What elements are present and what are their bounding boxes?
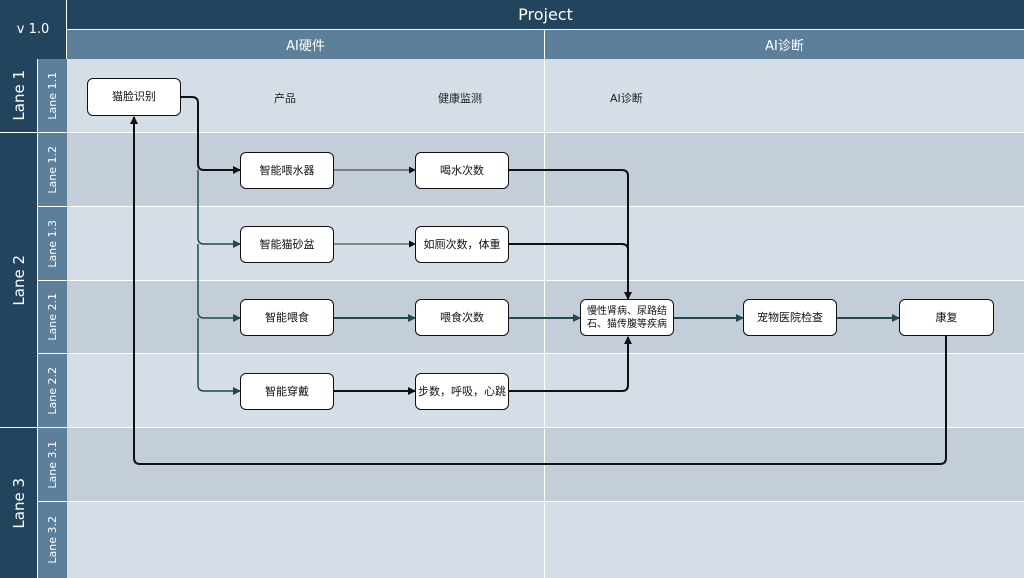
- node-recovery[interactable]: 康复: [899, 299, 994, 336]
- node-litter-box[interactable]: 智能猫砂盆: [240, 226, 334, 263]
- product-label: 产品: [274, 92, 296, 105]
- edge-recovery-to-face: [130, 116, 947, 465]
- lane-3-header: Lane 3: [0, 428, 38, 578]
- node-water-count[interactable]: 喝水次数: [415, 152, 509, 189]
- edge-face-to-litter-box: [197, 170, 241, 248]
- column-label: AI硬件: [286, 39, 325, 54]
- project-title: Project: [518, 5, 573, 24]
- version-cell: v 1.0: [0, 0, 67, 59]
- edge-water-count-to-disease: [509, 169, 632, 300]
- sublane-3-2-header: Lane 3.2: [38, 502, 67, 578]
- node-hospital-check[interactable]: 宠物医院检查: [743, 299, 837, 336]
- column-header-hardware: AI硬件: [67, 30, 545, 59]
- column-label: AI诊断: [765, 39, 804, 54]
- sublane-1-1-header: Lane 1.1: [38, 59, 67, 133]
- sublane-2-1-header: Lane 2.1: [38, 281, 67, 354]
- edge-vitals-to-disease: [509, 336, 632, 392]
- row-lane-3-2: [67, 502, 1024, 578]
- edge-face-to-water-dispenser: [181, 96, 241, 174]
- row-lane-1-1: [67, 59, 1024, 133]
- node-water-dispenser[interactable]: 智能喂水器: [240, 152, 334, 189]
- pool-title: Project: [67, 0, 1024, 30]
- column-header-diagnosis: AI诊断: [545, 30, 1024, 59]
- lane-2-header: Lane 2: [0, 133, 38, 428]
- health-monitor-label: 健康监测: [438, 92, 482, 105]
- node-feeder[interactable]: 智能喂食: [240, 299, 334, 336]
- version-label: v 1.0: [16, 22, 50, 37]
- edge-toilet-weight-to-disease: [509, 243, 629, 251]
- sublane-1-3-header: Lane 1.3: [38, 207, 67, 281]
- sublane-3-1-header: Lane 3.1: [38, 428, 67, 502]
- node-toilet-weight[interactable]: 如厕次数，体重: [415, 226, 509, 263]
- edge-face-to-wearable: [197, 318, 241, 395]
- node-face-recognition[interactable]: 猫脸识别: [87, 78, 181, 116]
- sublane-2-2-header: Lane 2.2: [38, 354, 67, 428]
- node-vitals[interactable]: 步数，呼吸，心跳: [415, 373, 509, 410]
- node-disease[interactable]: 慢性肾病、尿路结石、猫传腹等疾病: [580, 299, 674, 336]
- ai-diagnosis-label: AI诊断: [610, 92, 643, 105]
- lane-1-header: Lane 1: [0, 59, 38, 133]
- node-wearable[interactable]: 智能穿戴: [240, 373, 334, 410]
- edge-face-to-feeder: [197, 244, 241, 322]
- node-feed-count[interactable]: 喂食次数: [415, 299, 509, 336]
- sublane-1-2-header: Lane 1.2: [38, 133, 67, 207]
